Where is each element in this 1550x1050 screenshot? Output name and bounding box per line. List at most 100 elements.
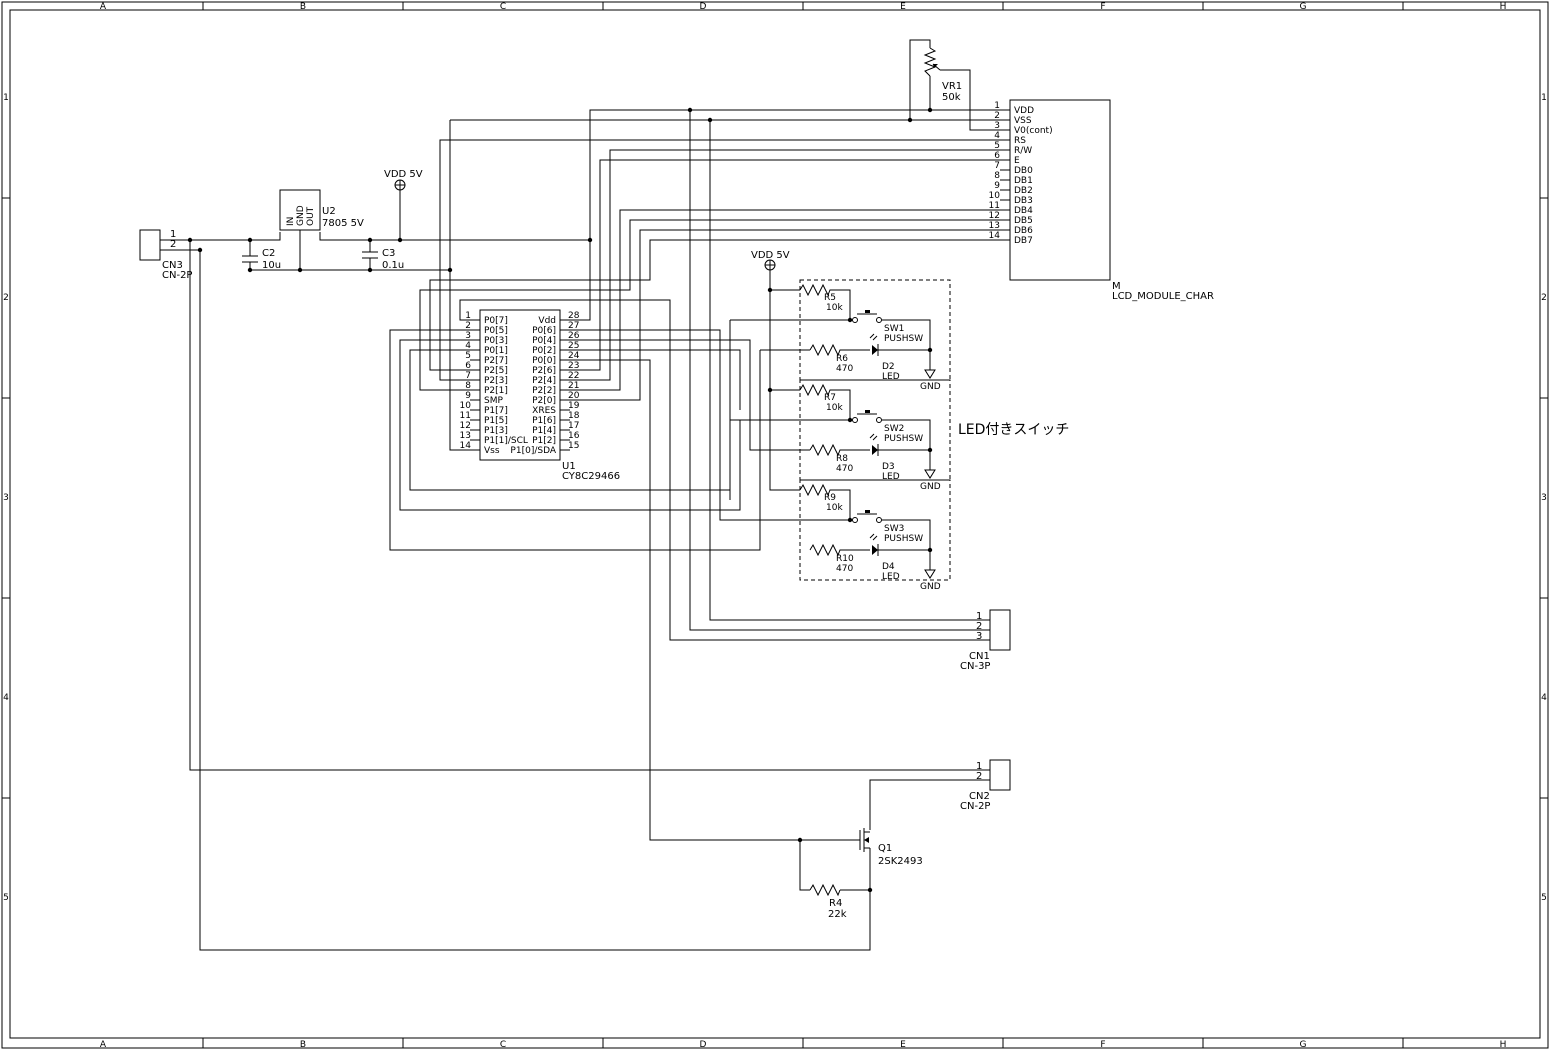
u1-pin-num-14: 14 (460, 441, 472, 451)
junction-dot (397, 237, 403, 243)
led-resistor-value: 470 (836, 364, 853, 374)
vdd-symbol-2: VDD 5V (751, 250, 790, 271)
frame-col-bottom-A: A (100, 1040, 107, 1050)
junction-dot (447, 267, 453, 273)
frame-col-bottom-E: E (900, 1040, 906, 1050)
u1-pin-name-2: P0[5] (484, 326, 508, 336)
u1-pin-num-19: 19 (568, 401, 580, 411)
lcd-pin-name-14: DB7 (1014, 236, 1033, 246)
frame-col-bottom-G: G (1300, 1040, 1307, 1050)
lcd-pin-num-2: 2 (994, 111, 1000, 121)
u1-pin-name-24: P0[0] (532, 356, 556, 366)
pullup-resistor-value: 10k (826, 303, 843, 313)
junction-dot (587, 237, 593, 243)
lcd-pin-num-13: 13 (989, 221, 1000, 231)
u2-value: 7805 5V (322, 218, 364, 229)
u1-pin-name-10: P1[7] (484, 406, 508, 416)
led-ref: D3 (882, 462, 895, 472)
u1-pin-num-16: 16 (568, 431, 580, 441)
lcd-pin-name-4: RS (1014, 136, 1026, 146)
frame-row-right-5: 5 (1541, 893, 1547, 903)
junction-dot (367, 237, 373, 243)
q1-value: 2SK2493 (878, 856, 923, 867)
led-resistor-value: 470 (836, 564, 853, 574)
lcd-pin-name-2: VSS (1014, 116, 1032, 126)
lcd-pin-num-3: 3 (994, 121, 1000, 131)
lcd-pin-num-10: 10 (989, 191, 1001, 201)
lcd-ref: M (1112, 281, 1121, 292)
u1-pin-name-12: P1[3] (484, 426, 508, 436)
u1-pin-name-25: P0[2] (532, 346, 556, 356)
frame-col-bottom-C: C (500, 1040, 506, 1050)
resistor-r4: R4 22k (809, 883, 847, 920)
led-ref: D2 (882, 362, 895, 372)
r4-ref: R4 (829, 898, 842, 909)
u1-pin-name-21: P2[2] (532, 386, 556, 396)
switch-value: PUSHSW (884, 534, 923, 544)
r4-value: 22k (828, 909, 847, 920)
cn3-ref: CN3 (162, 260, 183, 271)
junction-dot (367, 267, 373, 273)
c2-ref: C2 (262, 248, 275, 259)
junction-dot (767, 287, 773, 293)
frame-col-top-B: B (300, 2, 306, 12)
lcd-pin-name-7: DB0 (1014, 166, 1033, 176)
junction-dot (867, 887, 873, 893)
u1-pin-num-26: 26 (568, 331, 580, 341)
frame-col-top-C: C (500, 2, 506, 12)
cn1-pin2: 2 (976, 621, 982, 632)
frame-col-bottom-H: H (1500, 1040, 1507, 1050)
u1-pin-num-18: 18 (568, 411, 580, 421)
frame-col-top-D: D (700, 2, 707, 12)
u1-pin-num-5: 5 (465, 351, 471, 361)
u1-pin-num-23: 23 (568, 361, 579, 371)
c3-value: 0.1u (382, 260, 404, 271)
u1-pin-name-13: P1[1]/SCL (484, 436, 528, 446)
u2-pin-in: IN (286, 217, 296, 226)
u1-pin-name-3: P0[3] (484, 336, 508, 346)
lcd-pin-name-6: E (1014, 156, 1020, 166)
u1-value: CY8C29466 (562, 471, 620, 482)
cn3-value: CN-2P (162, 270, 192, 281)
frame-col-bottom-F: F (1100, 1040, 1105, 1050)
pullup-resistor-value: 10k (826, 403, 843, 413)
u1-pin-num-15: 15 (568, 441, 579, 451)
cn2-pin2: 2 (976, 771, 982, 782)
cn2-ref: CN2 (969, 791, 990, 802)
led-ref: D4 (882, 562, 895, 572)
u2-pin-out: OUT (306, 206, 316, 226)
cn1-ref: CN1 (969, 651, 990, 662)
junction-dot (927, 347, 933, 353)
u1-pin-name-22: P2[4] (532, 376, 556, 386)
lcd-pin-num-5: 5 (994, 141, 1000, 151)
u1-pin-num-2: 2 (465, 321, 471, 331)
u1-pin-name-11: P1[5] (484, 416, 508, 426)
u1-pin-num-11: 11 (460, 411, 471, 421)
lcd-pin-name-11: DB4 (1014, 206, 1033, 216)
u1-pin-name-17: P1[4] (532, 426, 556, 436)
cn3-pin1: 1 (170, 229, 176, 240)
u1-pin-num-3: 3 (465, 331, 471, 341)
u1-pin-num-7: 7 (465, 371, 471, 381)
lcd-pin-name-12: DB5 (1014, 216, 1033, 226)
led-switch-label: LED付きスイッチ (958, 422, 1069, 438)
u1-pin-num-22: 22 (568, 371, 579, 381)
vr1-value: 50k (942, 92, 961, 103)
lcd-pin-num-4: 4 (994, 131, 1000, 141)
pullup-resistor-value: 10k (826, 503, 843, 513)
u1-pin-name-18: P1[6] (532, 416, 556, 426)
capacitor-c2: C2 10u (242, 248, 281, 271)
u1-pin-num-12: 12 (460, 421, 471, 431)
u1-pin-name-23: P2[6] (532, 366, 556, 376)
frame-row-left-4: 4 (3, 693, 9, 703)
regulator-u2: IN GND OUT U2 7805 5V (279, 189, 364, 231)
u1-pin-num-21: 21 (568, 381, 579, 391)
u1-pin-name-15: P1[0]/SDA (510, 446, 556, 456)
frame-col-top-A: A (100, 2, 107, 12)
junction-dot (767, 387, 773, 393)
frame-row-left-5: 5 (3, 893, 9, 903)
u1-pin-num-9: 9 (465, 391, 471, 401)
